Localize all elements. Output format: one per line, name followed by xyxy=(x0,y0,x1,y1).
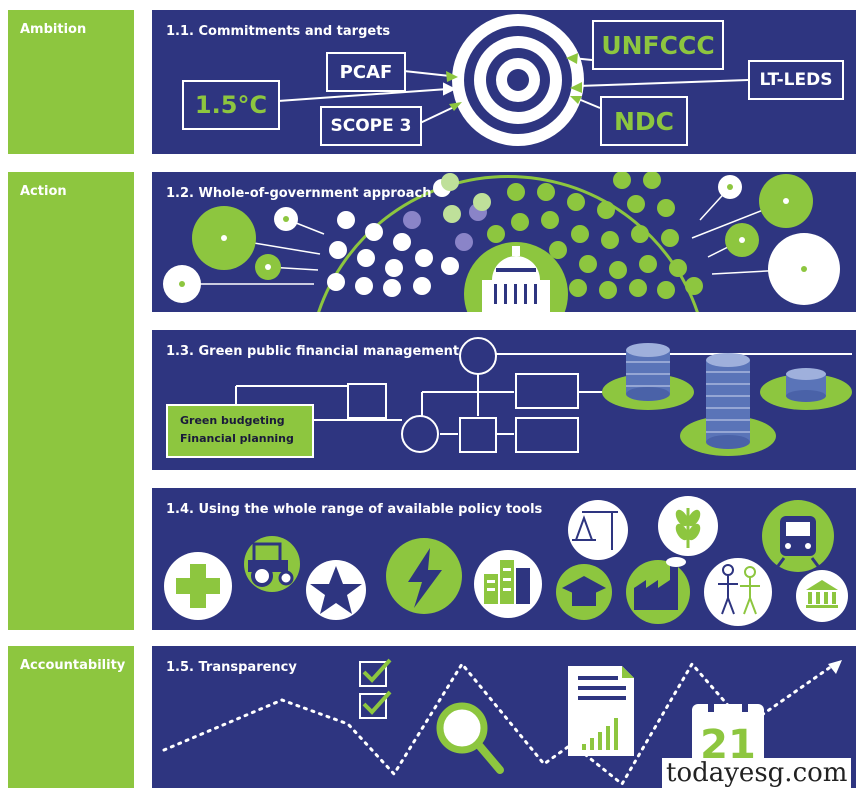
coin-stack-icon xyxy=(680,353,776,456)
section-action: Action xyxy=(8,172,134,630)
coin-stack-icon xyxy=(602,343,694,410)
panel-policy-tools: 1.4. Using the whole range of available … xyxy=(152,488,856,630)
temperature-box: 1.5°C xyxy=(182,80,280,130)
magnifier-icon xyxy=(436,702,504,774)
balance-scale-icon xyxy=(568,500,628,560)
connector-arrows xyxy=(277,57,749,125)
bank-icon xyxy=(796,570,848,622)
ndc-box: NDC xyxy=(600,96,688,146)
section-label: Action xyxy=(20,184,67,199)
wheat-icon xyxy=(658,496,718,556)
panel-title: 1.5. Transparency xyxy=(166,660,297,675)
capitol-building-icon xyxy=(464,242,568,312)
panel-whole-of-government: 1.2. Whole-of-government approach xyxy=(152,172,856,312)
watermark: todayesg.com xyxy=(662,758,852,788)
panel-commitments: 1.1. Commitments and targets PCAF UNFCCC… xyxy=(152,10,856,154)
factory-icon xyxy=(626,557,690,624)
scope3-box: SCOPE 3 xyxy=(320,106,422,146)
graduation-cap-icon xyxy=(556,564,612,620)
section-ambition: Ambition xyxy=(8,10,134,154)
panel-title: 1.2. Whole-of-government approach xyxy=(166,186,432,201)
box-line: Green budgeting xyxy=(180,414,285,427)
star-icon xyxy=(306,560,366,620)
train-icon xyxy=(762,500,834,572)
lightning-icon xyxy=(386,538,462,614)
section-label: Ambition xyxy=(20,22,87,37)
document-chart-icon xyxy=(568,666,634,756)
checkbox-icon xyxy=(359,690,392,719)
section-accountability: Accountability xyxy=(8,646,134,788)
parliament-graphic xyxy=(163,172,840,312)
unfccc-box: UNFCCC xyxy=(592,20,724,70)
medical-cross-icon xyxy=(164,552,232,620)
tractor-icon xyxy=(244,536,300,592)
coin-stack-icon xyxy=(760,368,852,410)
box-line: Financial planning xyxy=(180,432,294,445)
trend-arrow-icon xyxy=(162,661,834,787)
target-icon xyxy=(452,14,584,146)
people-icon xyxy=(704,558,772,626)
panel-green-pfm: 1.3. Green public financial management G… xyxy=(152,330,856,470)
checkbox-icon xyxy=(359,658,392,687)
pcaf-box: PCAF xyxy=(326,52,406,92)
pfm-graphic xyxy=(235,337,852,456)
commitments-graphic xyxy=(277,14,749,146)
section-label: Accountability xyxy=(20,658,126,673)
panel-title: 1.3. Green public financial management xyxy=(166,344,460,359)
city-buildings-icon xyxy=(474,550,542,618)
panel-title: 1.1. Commitments and targets xyxy=(166,24,391,39)
divider xyxy=(458,312,576,330)
green-budgeting-box: Green budgeting Financial planning xyxy=(166,404,314,458)
lt-leds-box: LT-LEDS xyxy=(748,60,844,100)
policy-tools-graphic xyxy=(164,496,848,626)
panel-title: 1.4. Using the whole range of available … xyxy=(166,502,543,517)
